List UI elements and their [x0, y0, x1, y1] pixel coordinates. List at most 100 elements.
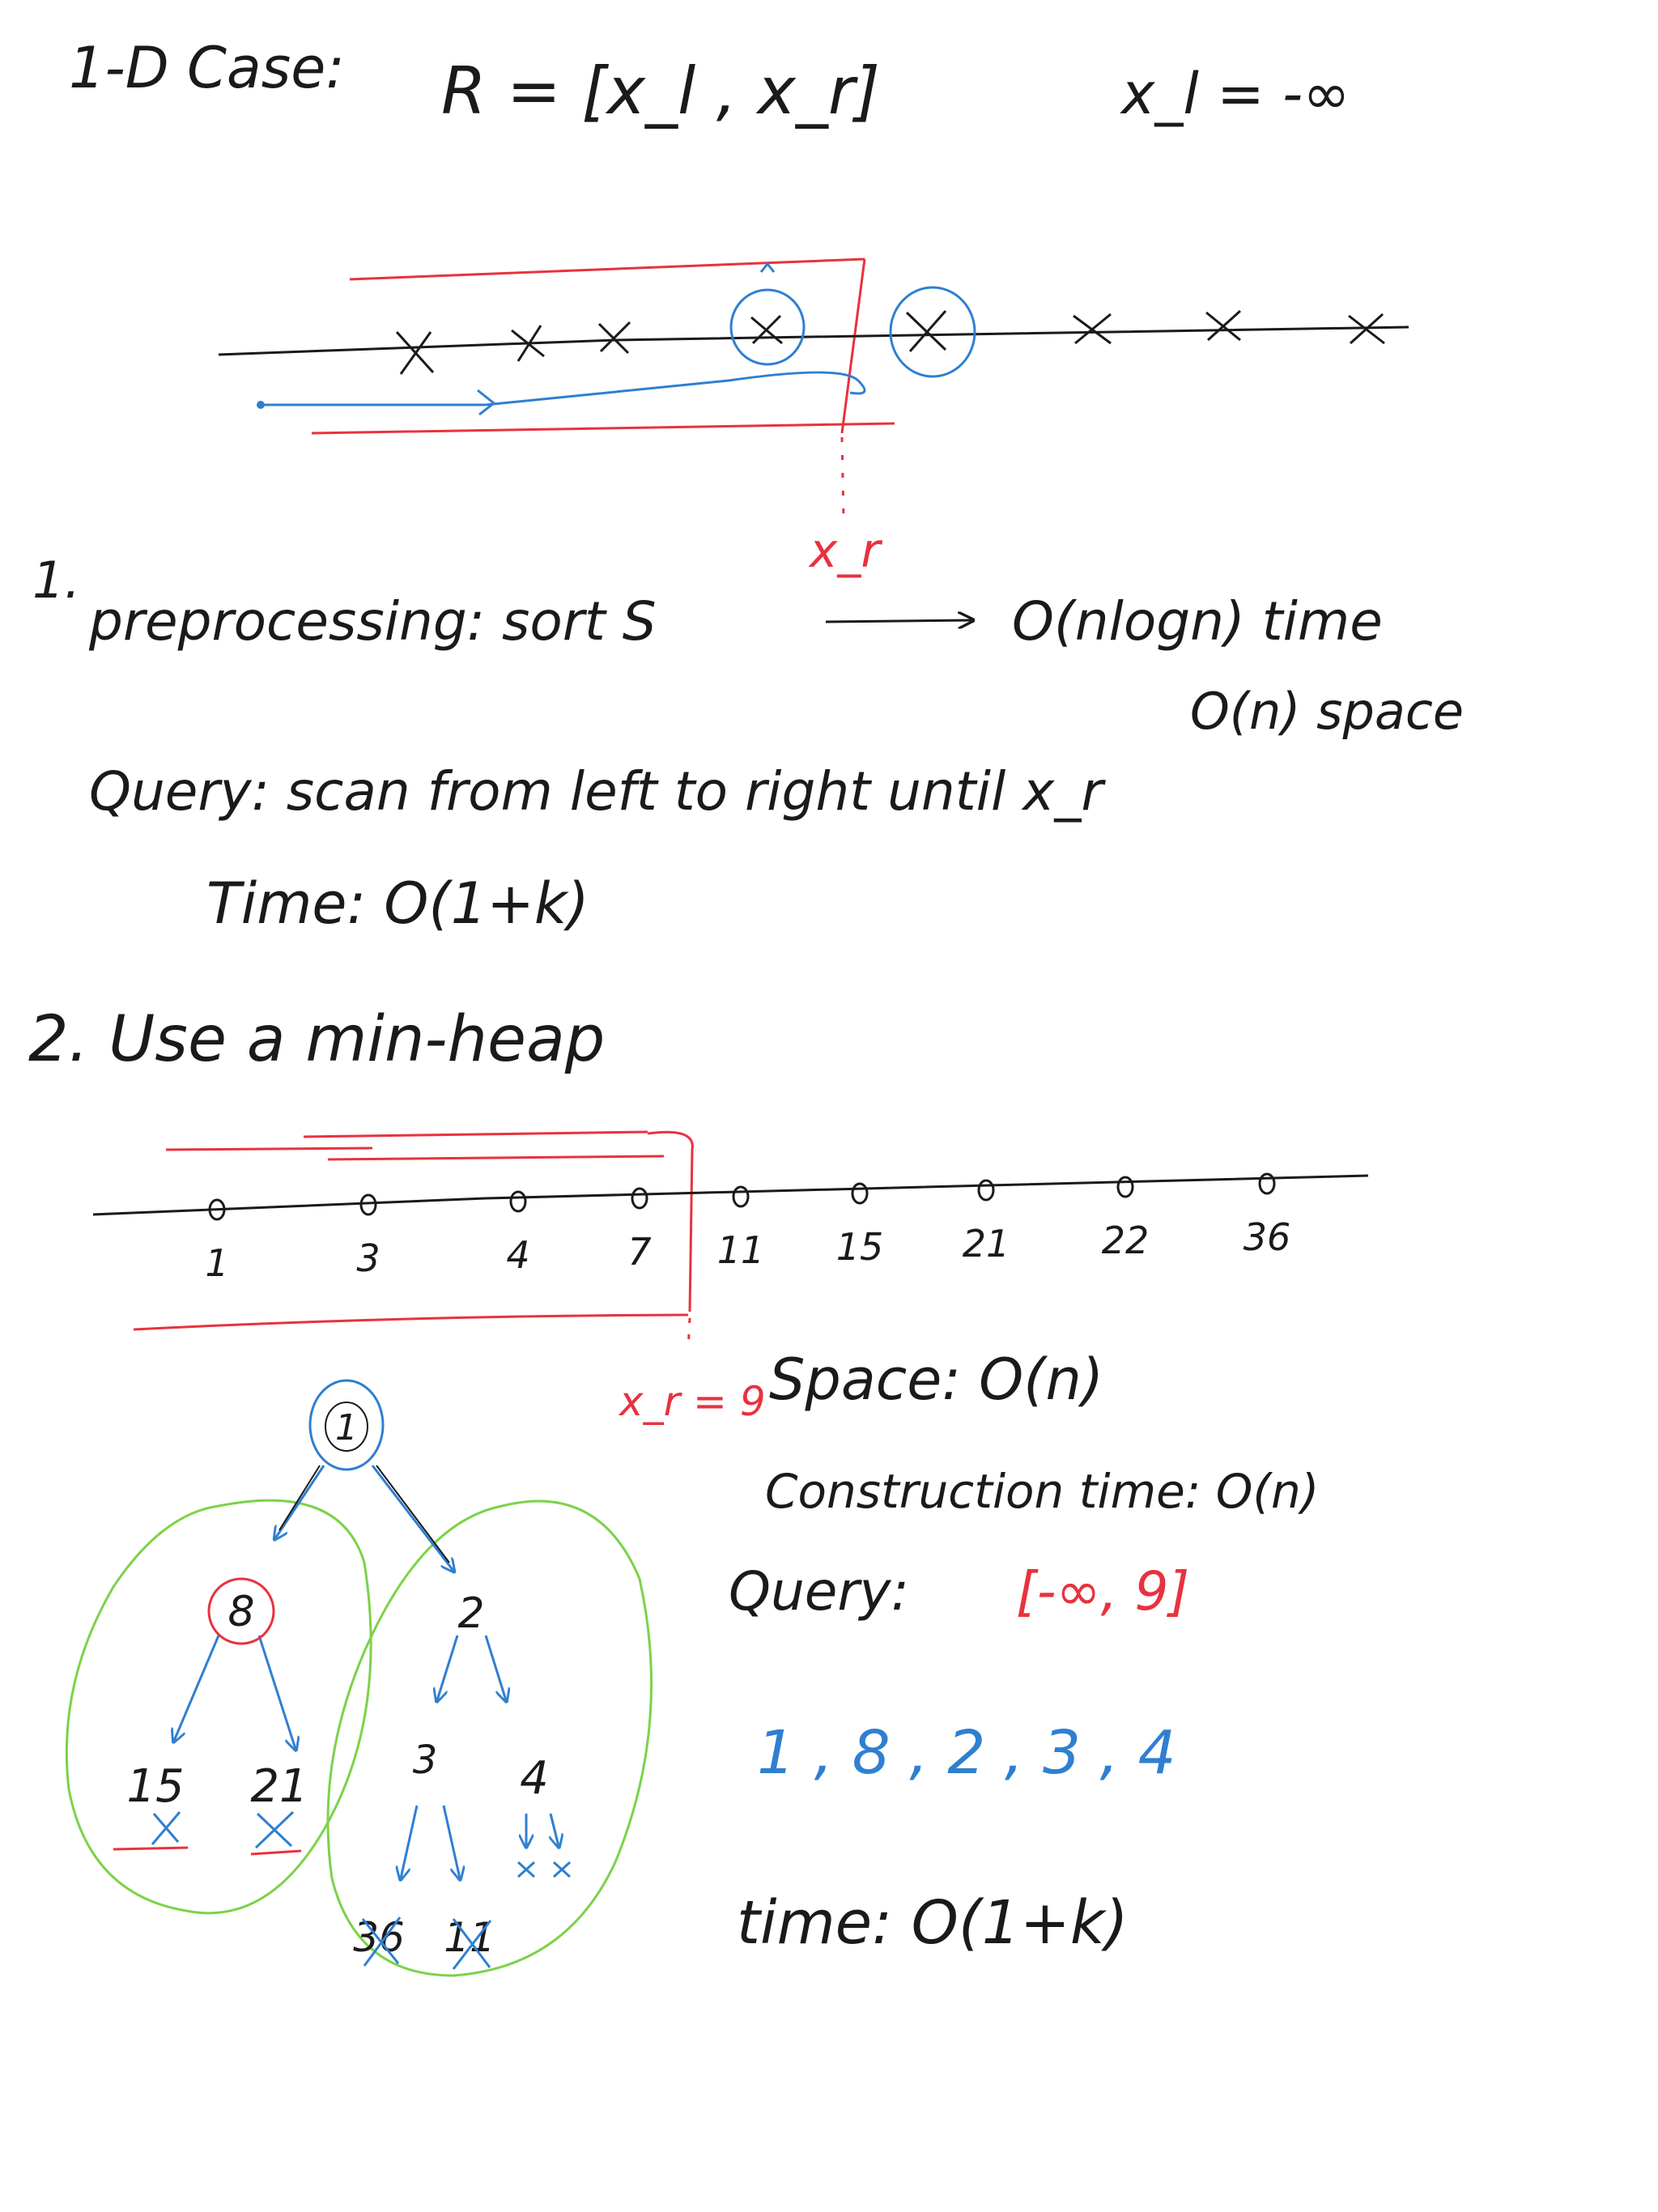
point-x [1348, 313, 1385, 345]
scan-diagram: x_r [218, 257, 1409, 578]
number-line-label: 3 [356, 1236, 380, 1280]
node-rl-value: 3 [413, 1738, 438, 1783]
number-line-point [631, 1187, 648, 1210]
leaf-lr-value: 21 [250, 1760, 308, 1813]
red-underline [113, 1846, 189, 1851]
cross-icon [552, 1861, 572, 1878]
edge-root-right [371, 1465, 453, 1571]
xl-definition: x_l = -∞ [1120, 61, 1350, 127]
red-stroke [165, 1146, 373, 1151]
red-underline [250, 1849, 302, 1856]
tree-edges [174, 1465, 559, 1878]
scan-start-dot [257, 401, 265, 409]
number-line-label: 22 [1102, 1219, 1150, 1262]
section-1: 1. preprocessing: sort S O(nlogn) time O… [32, 551, 1464, 937]
range-box-bottom [311, 422, 895, 435]
node-rr-value: 4 [520, 1752, 549, 1805]
number-line-label: 11 [717, 1228, 765, 1272]
left-node-value: 8 [227, 1588, 254, 1636]
edge-rl-rlr [442, 1805, 460, 1878]
range-definition: R = [x_l , x_r] [441, 53, 880, 129]
heading-title: 1-D Case: [69, 35, 345, 101]
last-in-range-circle [729, 288, 806, 366]
visit-sequence: 1 , 8 , 2 , 3 , 4 [757, 1718, 1176, 1788]
heading: 1-D Case: R = [x_l , x_r] x_l = -∞ [69, 35, 1350, 129]
cross-icon [254, 1810, 295, 1849]
right-subtree-outline [326, 1499, 653, 1977]
xr-dashed-line [840, 436, 845, 519]
red-stroke [303, 1130, 648, 1138]
number-line-point [851, 1182, 869, 1205]
number-line-point [1116, 1176, 1134, 1198]
number-line-label: 21 [963, 1222, 1010, 1266]
xr-label: x_r [808, 523, 882, 578]
point-x [511, 325, 545, 362]
preprocessing-text: preprocessing: sort S [88, 590, 657, 653]
number-line-point [977, 1179, 995, 1202]
number-line-label: 36 [1244, 1215, 1291, 1259]
red-stroke [327, 1155, 665, 1161]
number-line-label: 1 [205, 1241, 228, 1285]
left-node-circle [207, 1577, 275, 1645]
left-subtree-outline [65, 1499, 372, 1915]
range-box-right-edge [840, 258, 866, 434]
point-x [905, 310, 947, 352]
number-line-point [359, 1193, 377, 1216]
right-node-value: 2 [457, 1589, 484, 1638]
cross-icon [517, 1861, 536, 1878]
point-x [597, 321, 631, 355]
implies-arrow [825, 620, 971, 622]
number-line-axis [92, 1174, 1369, 1216]
number-line-points: 1 3 4 7 11 15 21 22 36 [205, 1172, 1291, 1285]
cross-icon [452, 1918, 492, 1970]
leaf-ll-value: 15 [126, 1760, 184, 1813]
edge-rl-rll [401, 1805, 419, 1878]
edge-left-lr [257, 1635, 295, 1749]
number-line-label: 7 [627, 1230, 651, 1274]
range-box-bottom [133, 1313, 689, 1331]
number-line-point [1258, 1172, 1276, 1195]
edge-root-left-ink [278, 1465, 321, 1531]
cross-icon [361, 1916, 402, 1967]
construction-time: Construction time: O(n) [765, 1464, 1319, 1519]
range-box-right [647, 1130, 694, 1312]
edge-right-rr [484, 1635, 506, 1700]
point-x [750, 314, 783, 345]
edge-root-left [275, 1465, 325, 1538]
number-line-point [208, 1198, 226, 1221]
query-label: Query: [729, 1560, 909, 1623]
section-1-number: 1. [32, 551, 80, 610]
edge-left-ll [174, 1635, 220, 1741]
preprocessing-time: O(nlogn) time [1012, 590, 1383, 653]
edge-right-rl [437, 1635, 459, 1700]
cross-icon [151, 1811, 181, 1845]
root-node-circle [308, 1379, 385, 1471]
edge-rr-stub [551, 1813, 559, 1846]
caret-mark [759, 262, 776, 273]
query-text: Query: scan from left to right until x_r [89, 760, 1106, 823]
number-line-label: 15 [836, 1225, 884, 1269]
space-complexity: Space: O(n) [769, 1346, 1103, 1413]
rejection-marks [151, 1810, 572, 1970]
section-2-title: 2. Use a min-heap [28, 1003, 605, 1076]
edge-root-right-ink [376, 1465, 450, 1563]
stop-point-circle [889, 286, 976, 378]
heap-tree: 1 8 2 15 21 3 4 36 11 [65, 1379, 653, 1977]
xr-equals-label: x_r = 9 [618, 1378, 766, 1425]
query-time: Time: O(1+k) [206, 870, 589, 937]
root-node-value: 1 [335, 1407, 358, 1448]
xr-dashed-line [687, 1317, 691, 1351]
scan-arrow [259, 371, 866, 416]
point-x [1073, 313, 1112, 345]
root-node-inner [325, 1402, 368, 1452]
number-line-label: 4 [506, 1233, 529, 1277]
query-time: time: O(1+k) [737, 1888, 1129, 1958]
query-range: [-∞, 9] [1016, 1560, 1189, 1623]
preprocessing-space: O(n) space [1190, 682, 1464, 741]
number-line-point [509, 1190, 527, 1213]
point-x [395, 330, 435, 375]
range-box-top [349, 257, 865, 281]
point-x [1205, 309, 1242, 342]
